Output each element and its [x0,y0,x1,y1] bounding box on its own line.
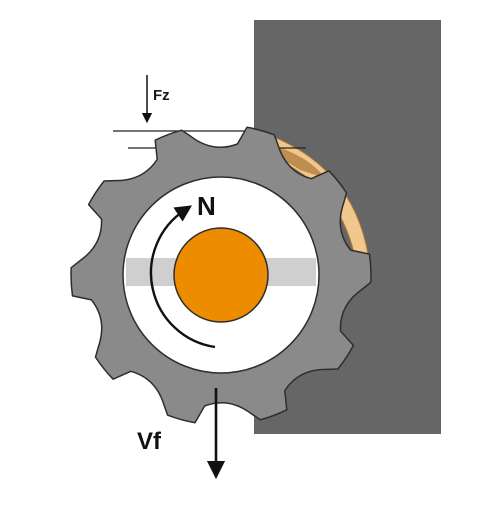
feed-velocity-label: Vf [137,428,162,455]
curved-arrow-icon [149,205,216,349]
rotation-label: N [197,191,216,221]
arbor [173,227,269,323]
fz-label: Fz [153,87,170,104]
